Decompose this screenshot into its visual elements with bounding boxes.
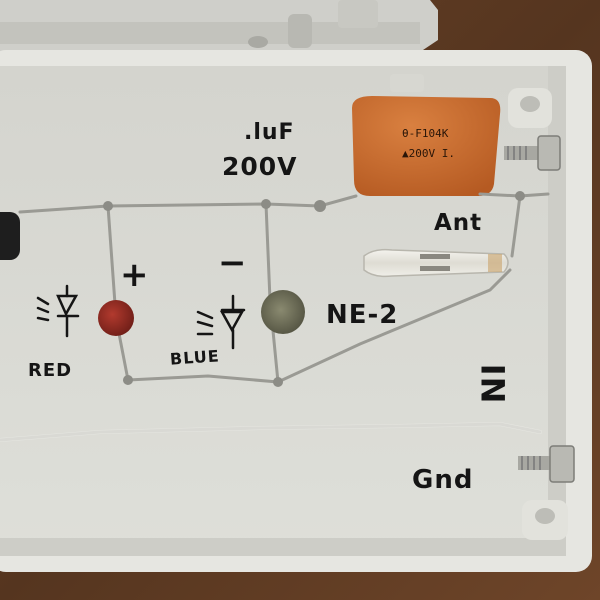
blue-led-label: BLUE (169, 346, 221, 369)
led-symbol-red (36, 284, 80, 338)
antenna-bolt (504, 135, 561, 171)
standoff-top (508, 88, 552, 128)
left-edge-component (0, 212, 20, 260)
standoff-bottom (522, 500, 568, 540)
input-label: IN (473, 363, 512, 405)
capacitor-voltage-label: 200V (222, 152, 298, 181)
neon-bulb (363, 248, 509, 278)
antenna-label: Ant (434, 210, 483, 236)
solder-joints (103, 191, 525, 387)
neon-bulb-label: NE-2 (326, 300, 399, 330)
led-symbol-blue (196, 294, 246, 350)
blue-led (261, 290, 305, 334)
ground-label: Gnd (412, 465, 474, 495)
capacitor-value-label: .luF (244, 120, 295, 145)
ground-bolt (518, 445, 575, 483)
capacitor-print-line1: θ-F104K (402, 127, 449, 140)
plus-label: + (120, 255, 150, 295)
minus-label: − (218, 243, 248, 283)
red-led (98, 300, 134, 336)
capacitor-print-line2: ▲200V I. (402, 147, 455, 160)
red-led-label: RED (28, 360, 73, 381)
film-capacitor (352, 96, 501, 196)
